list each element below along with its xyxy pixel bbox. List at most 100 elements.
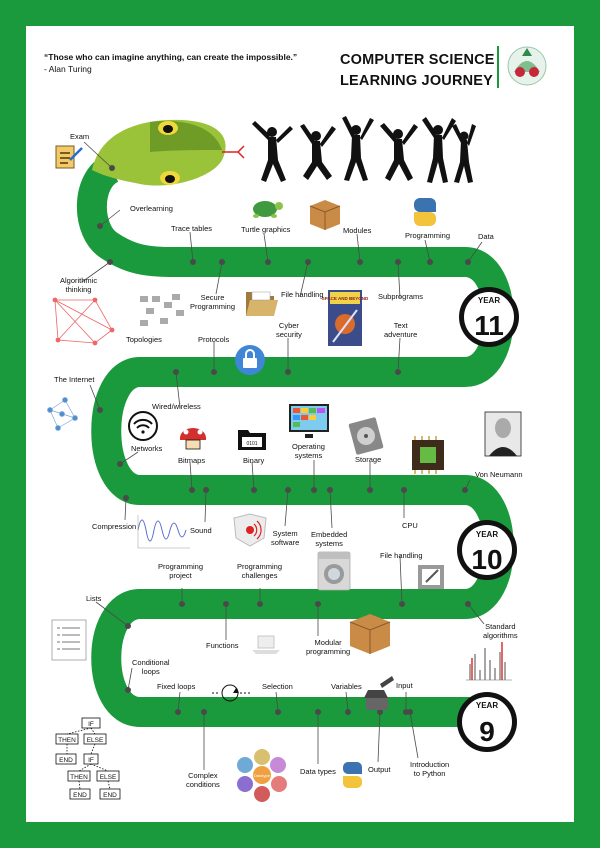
connector-line — [299, 261, 309, 298]
road-dot — [123, 494, 130, 501]
road-dot — [314, 601, 321, 608]
road-dot — [125, 623, 132, 630]
topic-compression: Compression — [92, 522, 137, 531]
flow-else-2: ELSE — [100, 774, 117, 781]
year-9-badge: YEAR 9 — [457, 692, 517, 752]
road-dot — [398, 601, 405, 608]
connector-line — [424, 239, 431, 263]
topic-operating-systems-line2: systems — [294, 451, 323, 460]
topic-secure-programming-line2: Programming — [190, 302, 236, 311]
year-11-number: 11 — [474, 310, 504, 341]
topic-output: Output — [368, 765, 391, 774]
topic-programming-challenges-line1: Programming — [237, 562, 283, 571]
connector-line — [467, 603, 485, 625]
flow-then-1: THEN — [58, 737, 76, 744]
flow-end-3: END — [103, 792, 117, 799]
quote-author: - Alan Turing — [44, 64, 92, 74]
datatypes-diagram-icon: Datatype — [237, 749, 287, 802]
laptop-functions-icon — [252, 635, 280, 654]
topic-the-internet: The Internet — [54, 375, 95, 384]
exam-clipboard-icon — [55, 145, 83, 169]
topic-turtle-graphics: Turtle graphics — [241, 225, 291, 234]
mushroom-bitmap-icon — [180, 428, 206, 450]
year-11-word: YEAR — [478, 296, 500, 305]
road-dot — [189, 258, 196, 265]
connector-line — [284, 489, 289, 527]
topic-data-types: Data types — [300, 767, 336, 776]
road-dot — [188, 486, 195, 493]
topic-sound: Sound — [190, 526, 212, 535]
topic-input: Input — [396, 681, 413, 690]
connector-line — [215, 261, 223, 295]
connector-line — [329, 489, 333, 529]
topic-programming-challenges-line2: challenges — [241, 571, 278, 580]
topic-system-software-line1: System — [272, 529, 298, 538]
road-dot — [218, 258, 225, 265]
connector-line — [127, 667, 133, 691]
road-dot — [174, 709, 181, 716]
road-dot — [284, 368, 291, 375]
topic-connectors — [81, 141, 485, 770]
road-dot — [178, 601, 185, 608]
topic-modular-programming-line1: Modular — [314, 638, 342, 647]
road-dot — [250, 486, 257, 493]
topic-wired-wireless: Wired/wireless — [152, 402, 201, 411]
road-dot — [344, 709, 351, 716]
connector-line — [397, 337, 401, 373]
title-line-2: LEARNING JOURNEY — [340, 73, 494, 89]
topic-system-software-line2: software — [271, 538, 300, 547]
road-dot — [97, 222, 104, 229]
topic-cyber-security-line1: Cyber — [278, 321, 299, 330]
connector-line — [251, 461, 255, 491]
road-dot — [222, 601, 229, 608]
topology-computers-icon — [140, 294, 184, 326]
connector-line — [409, 711, 419, 759]
road-dot — [172, 368, 179, 375]
road-dot — [310, 486, 317, 493]
road-dot — [125, 687, 132, 694]
list-document-icon — [51, 619, 87, 661]
topic-secure-programming-line1: Secure — [200, 293, 225, 302]
connector-line — [397, 261, 401, 299]
road-dot — [400, 486, 407, 493]
file-edit-icon — [418, 565, 444, 589]
topic-von-neumann: Von Neumann — [475, 470, 523, 479]
if-then-else-flowchart: IF THEN ELSE END IF THEN ELSE END END — [55, 717, 121, 800]
connector-line — [467, 241, 483, 263]
road-dot — [109, 164, 116, 171]
topic-algorithmic-thinking-line1: Algorithmic — [60, 276, 98, 285]
topic-variables: Variables — [331, 682, 362, 691]
topic-data: Data — [478, 232, 494, 241]
road-dot — [394, 368, 401, 375]
flow-if-1: IF — [88, 721, 94, 728]
modules-box-icon — [309, 200, 341, 230]
flow-end-1: END — [59, 757, 73, 764]
connector-line — [81, 261, 111, 283]
road-dot — [356, 258, 363, 265]
topic-lists: Lists — [86, 594, 102, 603]
connector-line — [204, 489, 207, 523]
topic-complex-conditions-line2: conditions — [186, 780, 220, 789]
road-dot — [426, 258, 433, 265]
topic-file-handling-y10: File handling — [380, 551, 423, 560]
topic-text-adventure-line2: adventure — [384, 330, 418, 339]
topic-introduction-to-python-line2: to Python — [413, 769, 446, 778]
topic-algorithmic-thinking-line2: thinking — [65, 285, 92, 294]
year-10-number: 10 — [471, 544, 502, 575]
road-dot — [314, 709, 321, 716]
connector-line — [119, 451, 139, 465]
title-divider — [497, 46, 499, 88]
road-dot — [464, 258, 471, 265]
road-dot — [202, 486, 209, 493]
topic-topologies: Topologies — [126, 335, 162, 344]
road-dot — [366, 486, 373, 493]
connector-line — [89, 384, 101, 411]
